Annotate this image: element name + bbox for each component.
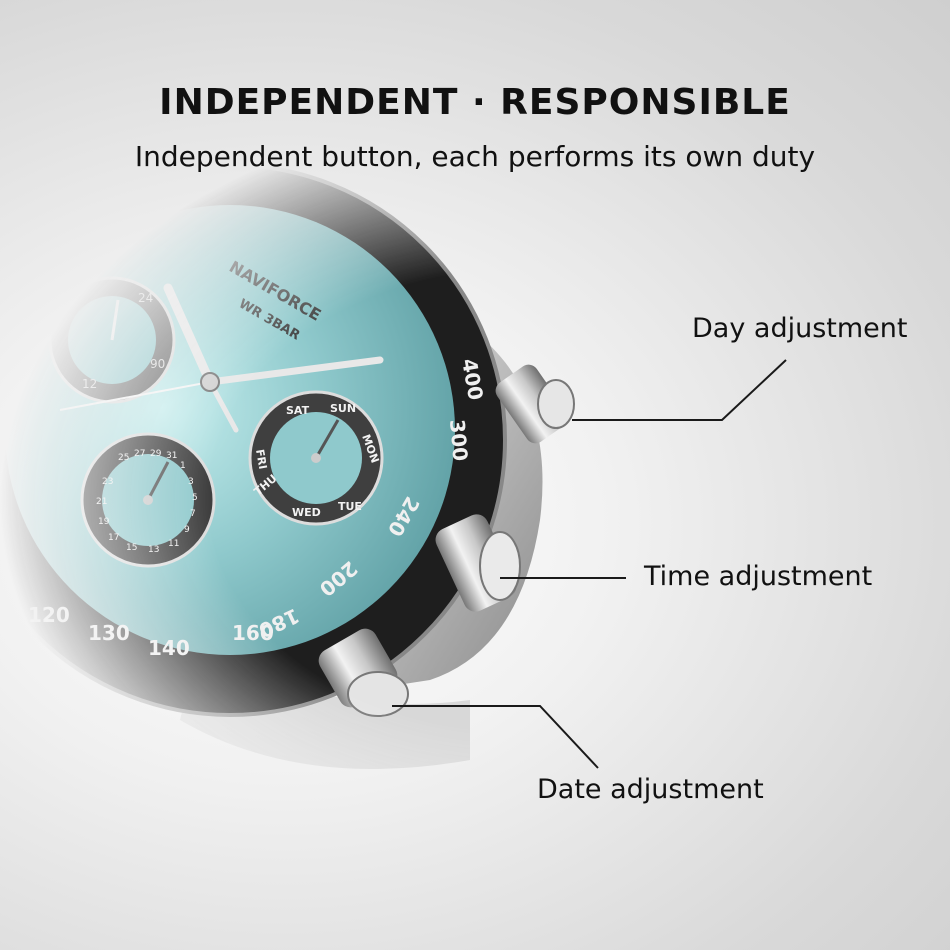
date-adjustment-label: Date adjustment — [537, 774, 764, 805]
day-leader-line — [572, 359, 787, 421]
svg-text:24: 24 — [138, 291, 153, 305]
svg-text:12: 12 — [82, 377, 97, 391]
svg-text:27: 27 — [134, 449, 145, 459]
page-title: INDEPENDENT · RESPONSIBLE — [159, 82, 791, 123]
watch-hands — [59, 283, 384, 433]
svg-text:21: 21 — [96, 497, 107, 507]
bezel-number: 120 — [28, 603, 70, 627]
day-crown — [495, 364, 575, 444]
svg-text:23: 23 — [102, 477, 113, 487]
bezel-number: 160 — [232, 621, 274, 645]
svg-text:FRI: FRI — [253, 448, 269, 470]
date-leader-line — [392, 705, 599, 769]
svg-text:25: 25 — [118, 453, 129, 463]
svg-text:5: 5 — [192, 493, 198, 503]
svg-text:19: 19 — [98, 517, 110, 527]
svg-text:11: 11 — [168, 539, 179, 549]
day-adjustment-label: Day adjustment — [692, 313, 908, 344]
bezel-number: 130 — [88, 621, 130, 645]
svg-text:TUE: TUE — [338, 500, 362, 513]
svg-text:17: 17 — [108, 533, 119, 543]
svg-text:3: 3 — [188, 477, 194, 487]
time-crown — [435, 514, 521, 612]
svg-text:90: 90 — [150, 357, 165, 371]
svg-text:WED: WED — [292, 506, 321, 519]
svg-text:SAT: SAT — [286, 404, 310, 417]
svg-text:13: 13 — [148, 545, 159, 555]
svg-text:15: 15 — [126, 543, 137, 553]
svg-text:1: 1 — [180, 461, 186, 471]
bezel-number: 140 — [148, 636, 190, 660]
svg-text:SUN: SUN — [330, 402, 356, 415]
svg-text:9: 9 — [184, 525, 190, 535]
svg-text:31: 31 — [166, 451, 177, 461]
bezel-number: 300 — [445, 418, 473, 462]
svg-text:29: 29 — [150, 449, 162, 459]
time-adjustment-label: Time adjustment — [644, 561, 873, 592]
svg-text:7: 7 — [190, 509, 196, 519]
